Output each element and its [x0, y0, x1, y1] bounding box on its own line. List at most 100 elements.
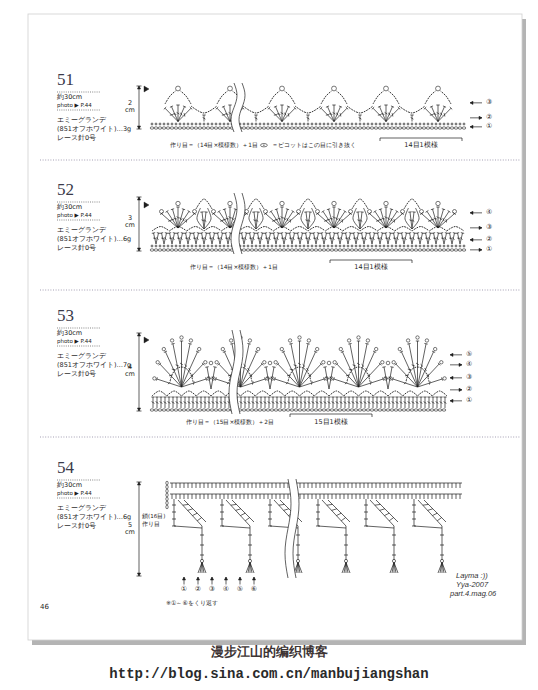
chain-stitch [218, 249, 222, 251]
double-crochet [252, 211, 255, 212]
double-crochet [323, 397, 326, 398]
stitch-line [384, 494, 385, 499]
single-crochet [151, 124, 154, 125]
double-crochet [352, 402, 355, 404]
stitch-line [384, 513, 389, 515]
double-crochet [343, 397, 346, 398]
double-crochet [289, 343, 292, 345]
double-crochet [171, 219, 174, 220]
double-crochet [364, 233, 367, 244]
picot [440, 559, 443, 562]
picot [368, 210, 372, 214]
row-number: ② [486, 236, 492, 244]
leaf-outline [204, 208, 211, 229]
chain-loop [239, 227, 256, 232]
chain-stitch [426, 249, 430, 251]
tassel [392, 563, 394, 574]
stitch-line [440, 483, 441, 488]
chain-stitch [254, 249, 258, 251]
stitch-line [336, 494, 337, 499]
double-crochet [373, 351, 376, 352]
double-crochet [436, 105, 439, 106]
single-crochet [308, 245, 309, 248]
chain-stitch [290, 249, 294, 251]
double-crochet [213, 366, 216, 368]
single-crochet [444, 245, 445, 248]
double-crochet [281, 217, 284, 219]
double-crochet [358, 115, 361, 116]
chain-stitch [378, 127, 382, 129]
single-crochet [312, 245, 313, 248]
double-crochet [385, 217, 388, 219]
chain-stitch [294, 249, 298, 251]
row-number: ③ [486, 99, 492, 107]
double-crochet [448, 232, 451, 234]
chain-stitch [258, 409, 262, 411]
double-crochet [360, 212, 362, 229]
stitch-line [414, 526, 442, 528]
single-crochet [351, 124, 354, 125]
chain-stitch [302, 249, 306, 251]
double-crochet [172, 402, 175, 404]
arrow-head [450, 399, 453, 402]
stitch-line [220, 512, 224, 513]
stitch-line [340, 494, 341, 499]
double-crochet [295, 397, 298, 398]
double-crochet [341, 351, 344, 352]
break-line [229, 330, 235, 414]
stitch-line [248, 483, 249, 488]
double-crochet [438, 214, 455, 228]
double-crochet [330, 377, 332, 379]
double-crochet [293, 232, 296, 234]
double-crochet [404, 402, 407, 404]
leaf-outline [412, 208, 419, 229]
double-crochet [342, 352, 358, 387]
stitch-line [332, 494, 333, 499]
single-crochet [328, 245, 329, 248]
single-crochet [219, 246, 222, 247]
double-crochet [433, 238, 436, 239]
double-crochet [392, 232, 395, 234]
single-crochet [332, 245, 333, 248]
chain-stitch [354, 409, 358, 411]
double-crochet [437, 397, 438, 408]
double-crochet [434, 218, 437, 220]
double-crochet [297, 238, 300, 239]
single-crochet [296, 123, 297, 126]
stitch-line [440, 555, 444, 556]
chain-loop [329, 391, 344, 396]
row-number: ② [466, 386, 472, 394]
chain-stitch [442, 249, 446, 251]
double-crochet [384, 207, 387, 208]
chain-loop [152, 391, 167, 396]
double-crochet [155, 397, 158, 398]
single-crochet [408, 123, 409, 126]
tassel [440, 563, 442, 574]
chain-stitch [178, 409, 182, 411]
stitch-line [268, 512, 272, 513]
double-crochet [291, 397, 294, 398]
single-crochet [215, 246, 218, 247]
stitch-line [316, 505, 320, 506]
stitch-line [260, 494, 261, 499]
chain-loop [352, 199, 368, 209]
double-crochet [341, 397, 342, 408]
stitch-line [228, 483, 229, 488]
double-crochet [330, 218, 333, 220]
single-crochet [227, 246, 230, 247]
double-crochet [420, 402, 423, 404]
double-crochet [274, 233, 277, 244]
single-crochet [344, 245, 345, 248]
double-crochet [326, 106, 329, 107]
stitch-line [366, 526, 394, 528]
double-crochet [431, 208, 434, 210]
double-crochet [458, 233, 461, 244]
double-crochet [254, 115, 257, 116]
chain-stitch [390, 127, 394, 129]
double-crochet [209, 397, 210, 408]
double-crochet [393, 238, 396, 239]
double-crochet [358, 212, 360, 229]
chain-loop [441, 91, 452, 104]
double-crochet [423, 397, 426, 398]
double-crochet [359, 117, 362, 119]
